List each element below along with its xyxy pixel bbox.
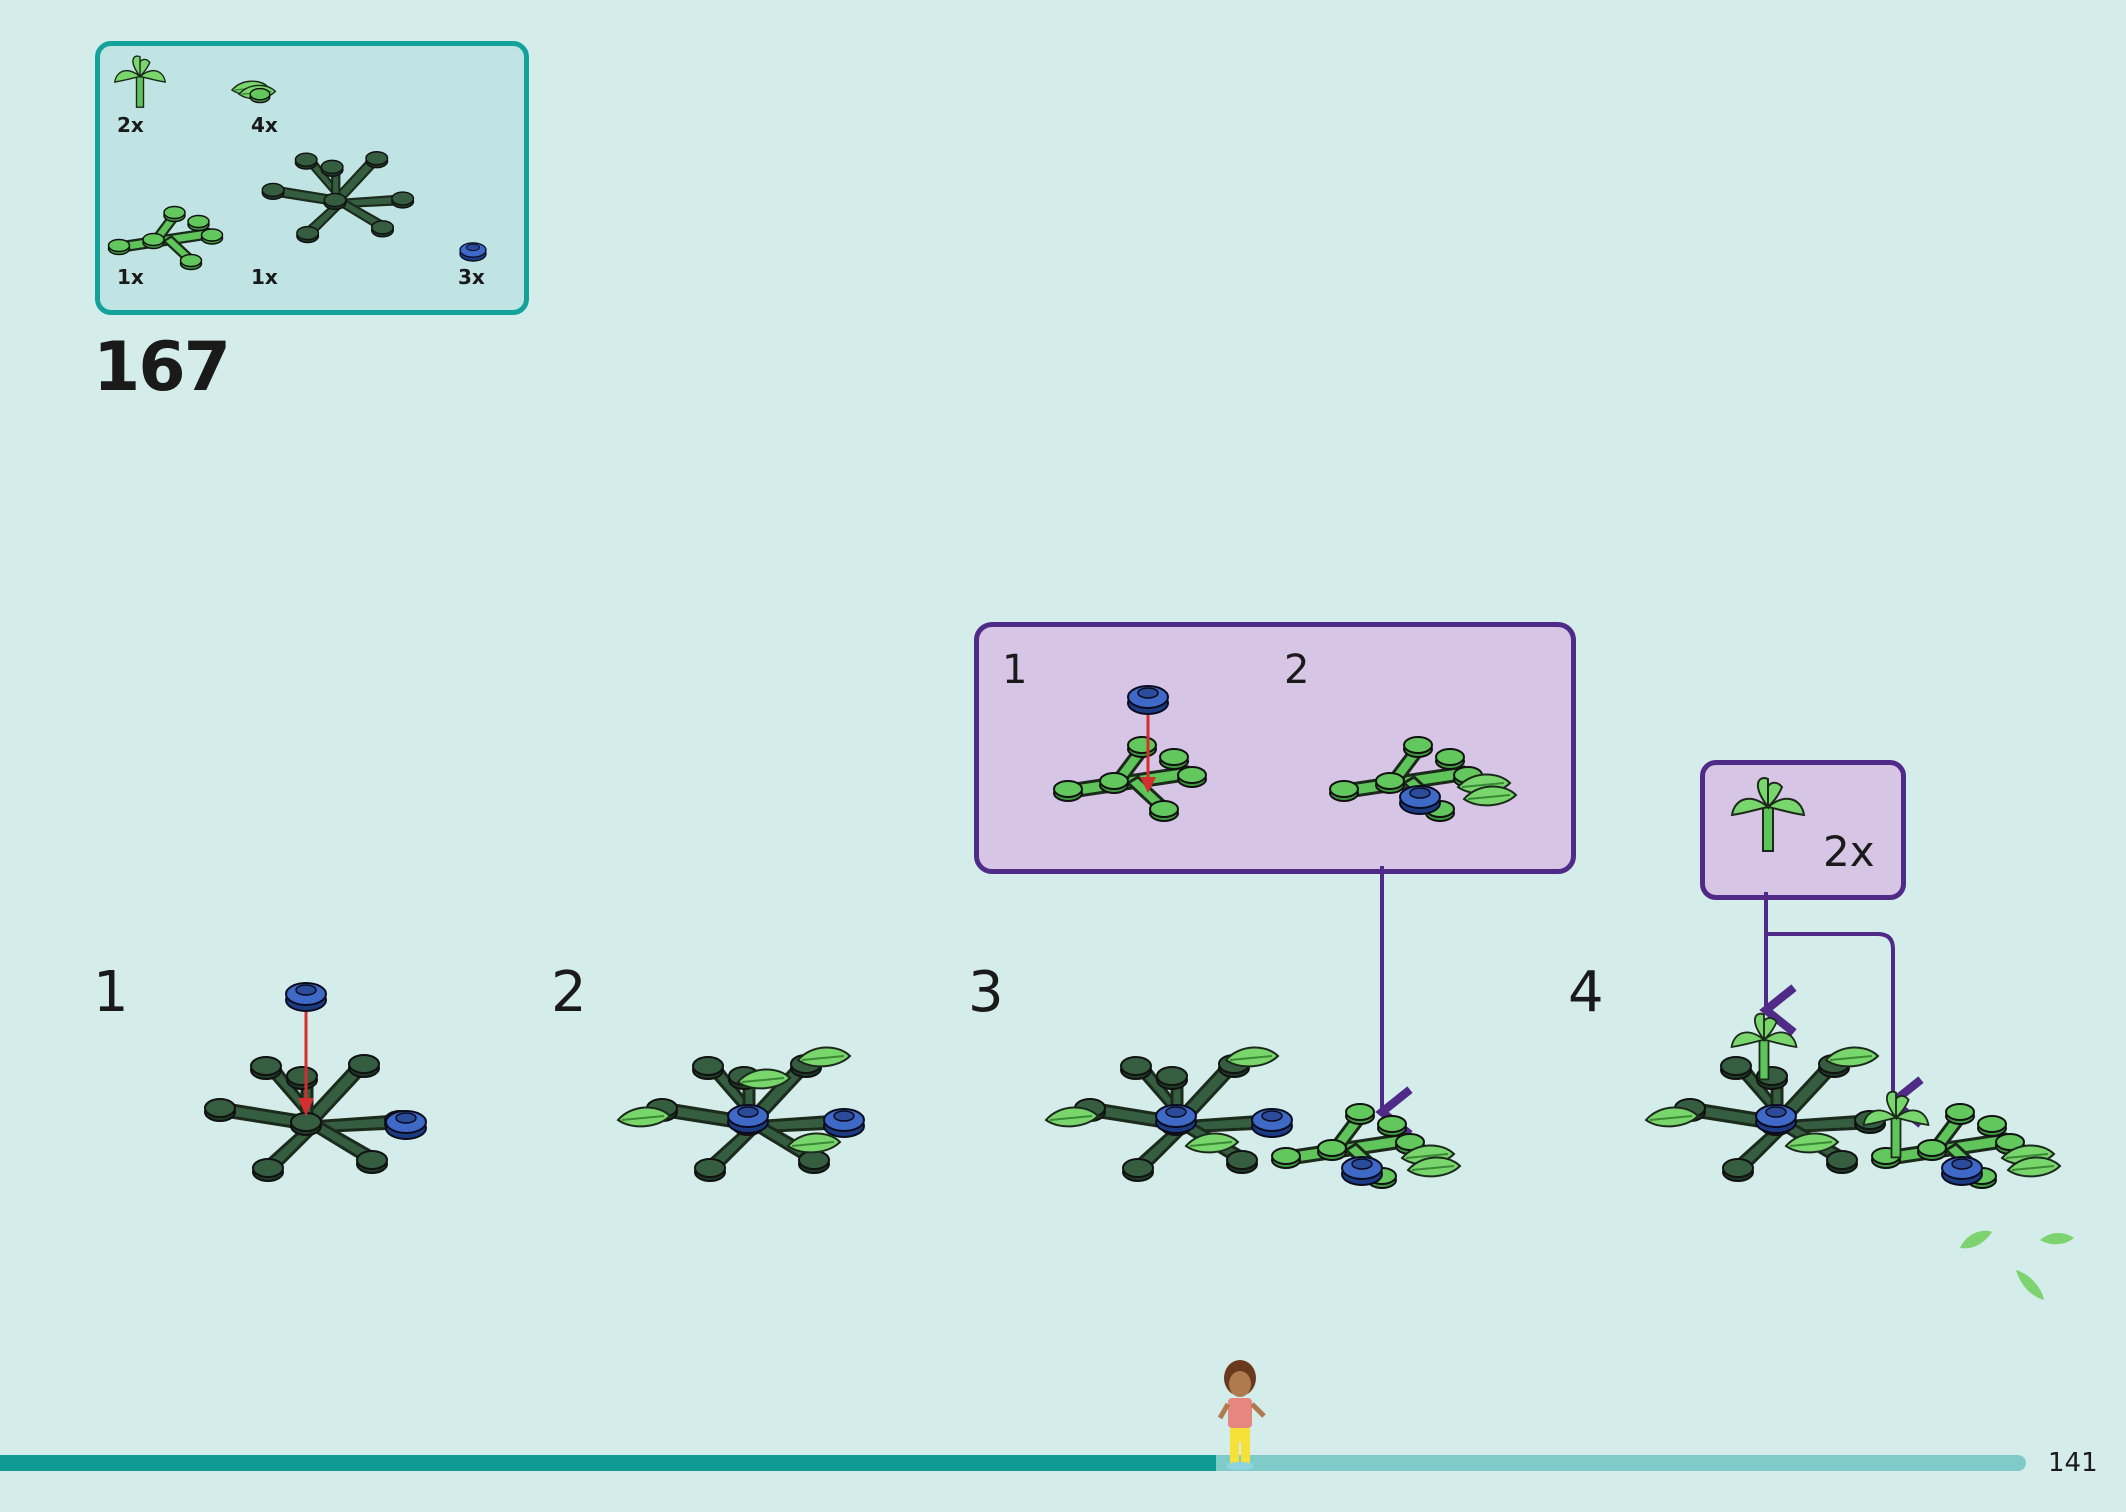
part-count-bright-branch: 1x xyxy=(117,265,144,289)
callout-step-1: 1 xyxy=(1002,647,1028,693)
minifigure-icon xyxy=(1217,1360,1266,1470)
part-count-leaf-plate: 4x xyxy=(251,113,278,137)
callout-step-2: 2 xyxy=(1284,647,1310,693)
page-number: 141 xyxy=(2048,1448,2098,1478)
sub-step-4-number: 4 xyxy=(1568,960,1604,1025)
sub-step-2-illustration xyxy=(617,1046,865,1123)
sub-step-2-number: 2 xyxy=(551,960,587,1025)
sub-assembly-callout xyxy=(974,622,1576,874)
part-count-blue-stud: 3x xyxy=(458,265,485,289)
callout-step-1-illustration xyxy=(1128,685,1129,776)
part-count-dark-branch: 1x xyxy=(251,265,278,289)
palm-multiplier-callout xyxy=(1700,760,1906,900)
falling-leaves-decoration xyxy=(1960,1230,2074,1300)
progress-fill xyxy=(0,1455,1216,1471)
build-step-number: 167 xyxy=(93,328,231,407)
sub-step-3-number: 3 xyxy=(968,960,1004,1025)
sub-step-3-illustration xyxy=(1045,1046,1461,1123)
parts-list-box xyxy=(95,41,529,315)
sub-step-1-number: 1 xyxy=(93,960,129,1025)
sub-step-1-illustration xyxy=(306,982,427,1123)
multiplier-label: 2x xyxy=(1823,827,1875,876)
sub-step-4-illustration xyxy=(1645,1012,2061,1123)
part-count-palm: 2x xyxy=(117,113,144,137)
